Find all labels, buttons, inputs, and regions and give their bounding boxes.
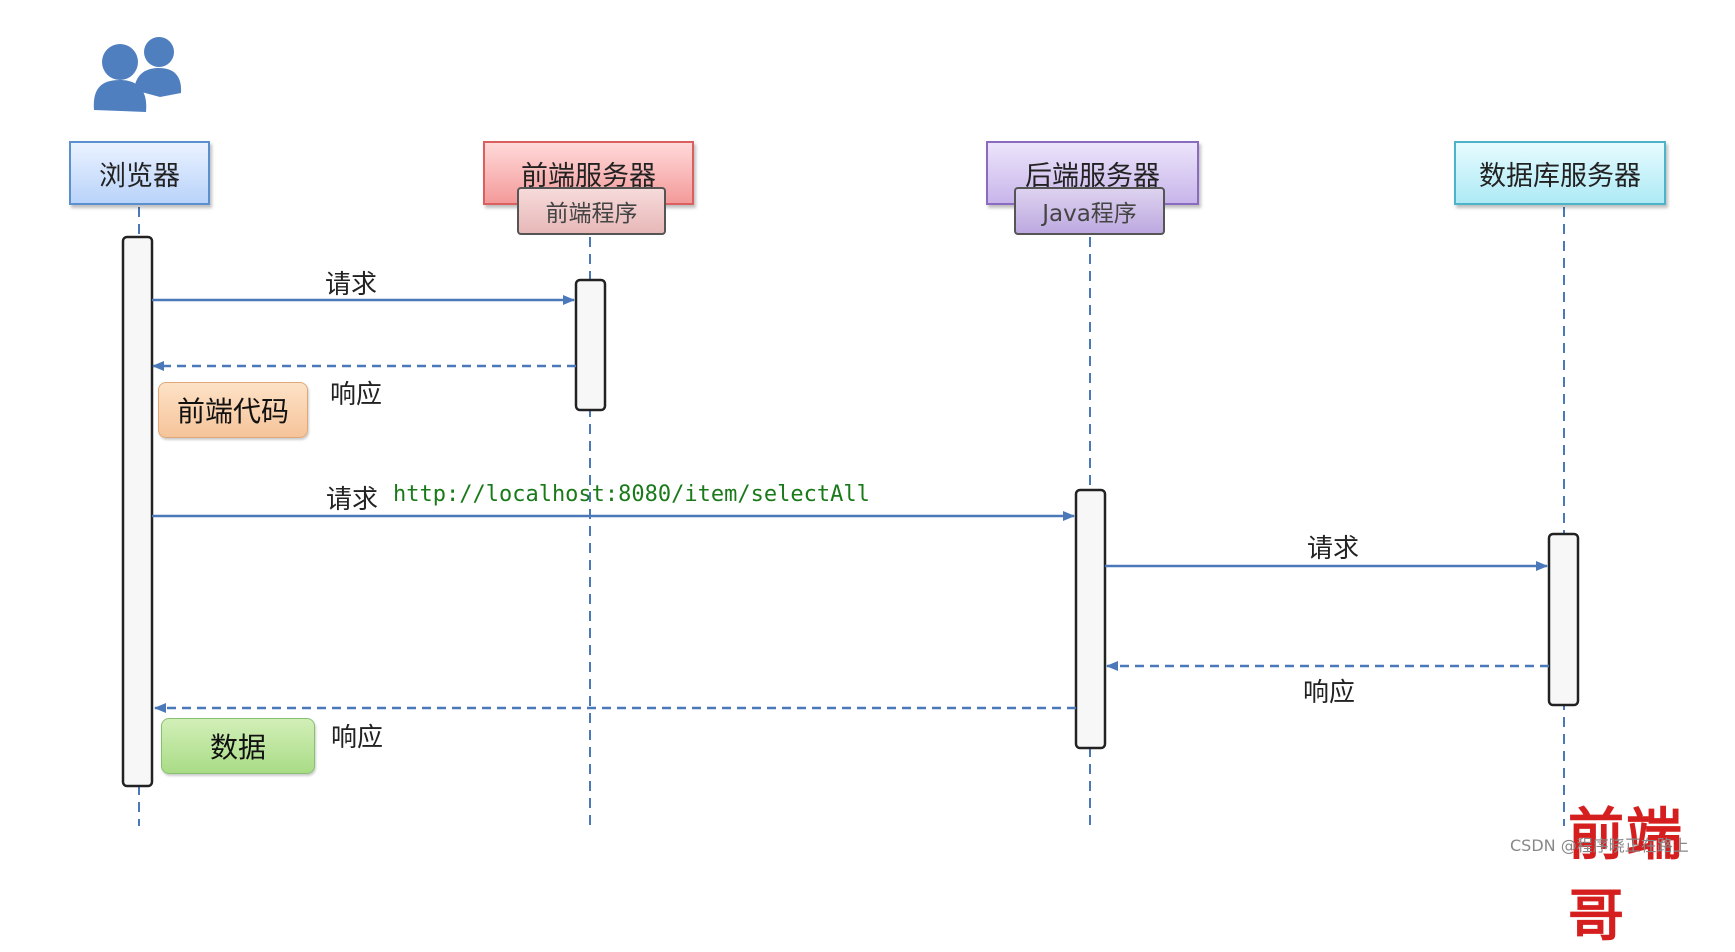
actor-backend-server: 后端服务器 bbox=[986, 141, 1199, 205]
note-data: 数据 bbox=[161, 718, 315, 774]
activation-bars bbox=[121, 235, 1580, 788]
label-request-2: 请求 bbox=[326, 485, 379, 515]
label-request-3: 请求 bbox=[1307, 534, 1360, 564]
actor-database-server: 数据库服务器 bbox=[1454, 141, 1666, 205]
note-frontend-code: 前端代码 bbox=[158, 382, 308, 438]
label-response-3: 响应 bbox=[1303, 678, 1356, 708]
users-icon bbox=[93, 37, 182, 112]
backend-program-tag: Java程序 bbox=[1014, 187, 1165, 235]
activation-browser bbox=[121, 235, 154, 788]
sequence-diagram bbox=[93, 37, 1580, 826]
activation-database-server bbox=[1547, 532, 1580, 707]
watermark-logo: 前端哥 bbox=[1568, 802, 1684, 949]
actor-browser: 浏览器 bbox=[69, 141, 210, 205]
label-request-1: 请求 bbox=[325, 270, 378, 300]
watermark-text: CSDN @程序晓正在路上 bbox=[1510, 836, 1689, 855]
activation-backend-server bbox=[1074, 488, 1107, 750]
label-response-1: 响应 bbox=[330, 380, 383, 410]
label-request-2-url: http://localhost:8080/item/selectAll bbox=[393, 482, 870, 507]
label-response-2: 响应 bbox=[331, 723, 384, 753]
frontend-program-tag: 前端程序 bbox=[517, 187, 666, 235]
activation-frontend-server bbox=[574, 278, 607, 412]
arrows bbox=[152, 295, 1549, 713]
